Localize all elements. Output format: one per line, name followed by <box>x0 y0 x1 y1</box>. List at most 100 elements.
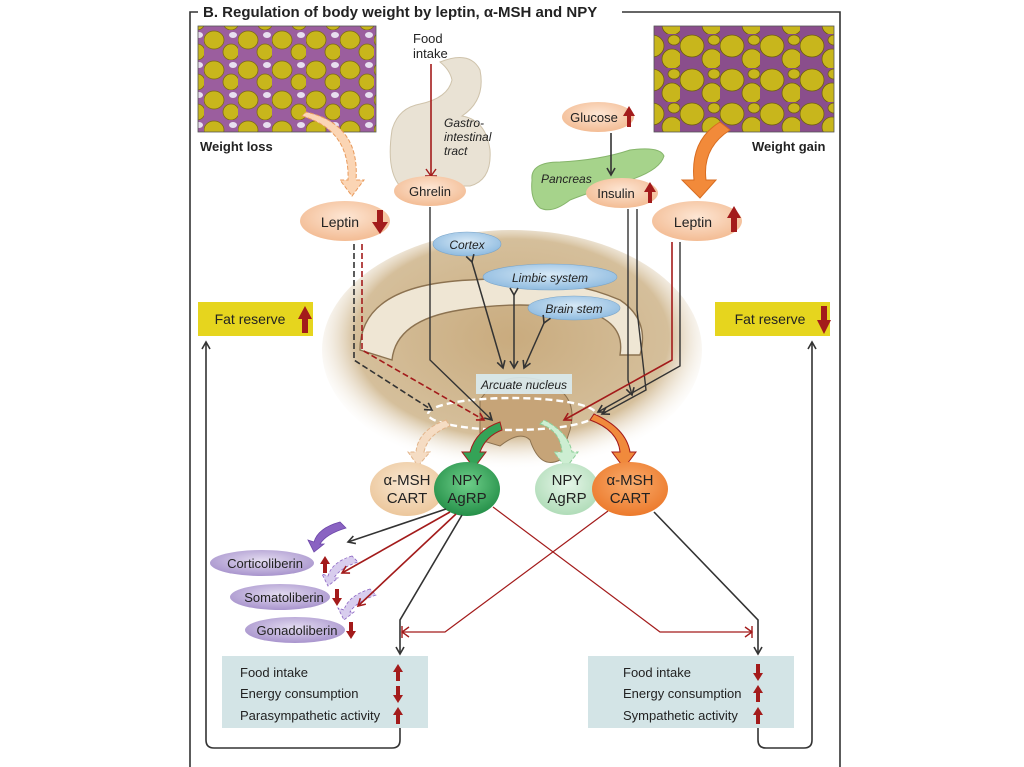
svg-text:Cortex: Cortex <box>449 238 485 252</box>
svg-text:Fat reserve: Fat reserve <box>215 311 286 327</box>
svg-text:Somatoliberin: Somatoliberin <box>244 590 324 605</box>
right-leptin-red-arrow <box>562 242 673 421</box>
svg-text:AgRP: AgRP <box>547 490 586 507</box>
cortex-arcuate-arrow <box>465 253 506 370</box>
right-npy-output-arrow <box>539 419 579 469</box>
brain-stem-node[interactable]: Brain stem <box>527 295 621 321</box>
left-msh-output-arrow <box>407 419 451 467</box>
fat-reserve-up-arrow-icon <box>298 306 312 333</box>
svg-text:CART: CART <box>610 490 651 507</box>
left-leptin-node: Leptin <box>300 201 390 241</box>
svg-text:Ghrelin: Ghrelin <box>409 184 451 199</box>
right-feedback-loop-arrow <box>757 340 817 749</box>
svg-text:Brain stem: Brain stem <box>545 302 602 316</box>
npy-to-right-effects-inhibit-arrow <box>492 506 754 638</box>
right-sympathetic-up-arrow-icon <box>753 707 763 724</box>
left-parasympathetic-up-arrow-icon <box>393 707 403 724</box>
svg-text:Leptin: Leptin <box>321 214 359 230</box>
npy-to-gonadoliberin-arrow <box>356 513 457 608</box>
svg-text:α-MSH: α-MSH <box>607 472 654 489</box>
right-effect-sympathetic: Sympathetic activity <box>623 708 738 723</box>
left-effect-energy-consumption: Energy consumption <box>240 686 359 701</box>
gi-tract-label-line3: tract <box>444 144 468 158</box>
right-effect-energy-consumption: Energy consumption <box>623 686 742 701</box>
somatoliberin-down-arrow-icon <box>332 589 342 606</box>
svg-text:Gonadoliberin: Gonadoliberin <box>257 623 338 638</box>
left-npy-agrp-node: NPY AgRP <box>434 462 500 516</box>
left-leptin-dark-dashed-arrow <box>353 244 434 411</box>
weight-loss-tissue-image <box>197 25 377 133</box>
pancreas-illustration <box>531 148 665 211</box>
insulin-up-arrow-icon <box>644 182 656 203</box>
gonadoliberin-down-arrow-icon <box>346 622 356 639</box>
arcuate-nucleus-outline <box>426 396 598 432</box>
svg-text:Fat reserve: Fat reserve <box>735 311 806 327</box>
right-fat-reserve-box: Fat reserve <box>715 302 831 336</box>
glucose-up-arrow-icon <box>623 106 635 127</box>
left-effect-food-intake: Food intake <box>240 665 308 680</box>
fat-reserve-down-arrow-icon <box>817 306 831 334</box>
weight-gain-caption: Weight gain <box>752 139 825 154</box>
insulin-to-arcuate-arrow-2 <box>600 209 647 415</box>
frame-border <box>189 11 841 767</box>
pancreas-label: Pancreas <box>541 172 592 186</box>
svg-text:α-MSH: α-MSH <box>384 472 431 489</box>
ghrelin-to-arcuate-arrow <box>429 207 494 422</box>
svg-text:Corticoliberin: Corticoliberin <box>227 556 303 571</box>
right-msh-cart-node: α-MSH CART <box>592 462 668 516</box>
svg-text:Insulin: Insulin <box>597 186 635 201</box>
right-energy-up-arrow-icon <box>753 685 763 702</box>
left-effect-parasympathetic: Parasympathetic activity <box>240 708 381 723</box>
msh-to-right-effects-arrow <box>653 511 763 656</box>
left-energy-down-arrow-icon <box>393 686 403 703</box>
left-food-intake-up-arrow-icon <box>393 664 403 681</box>
msh-to-left-effects-inhibit-arrow <box>400 510 609 638</box>
svg-text:Glucose: Glucose <box>570 110 618 125</box>
brainstem-arcuate-arrow <box>522 314 551 370</box>
leptin-up-arrow-icon <box>727 206 741 232</box>
right-food-intake-down-arrow-icon <box>753 664 763 681</box>
right-leptin-dark-arrow <box>596 242 681 413</box>
cortex-node[interactable]: Cortex <box>432 231 502 257</box>
arcuate-nucleus-label: Arcuate nucleus <box>480 378 567 392</box>
right-msh-output-arrow <box>589 413 637 469</box>
left-leptin-red-dashed-arrow <box>361 244 486 421</box>
insulin-node: Insulin <box>586 178 658 208</box>
gi-tract-label-line1: Gastro- <box>444 116 484 130</box>
ghrelin-node: Ghrelin <box>394 176 466 206</box>
somatoliberin-node: Somatoliberin <box>230 584 342 610</box>
arcuate-nucleus-label-box <box>476 374 572 394</box>
weight-gain-tissue-image <box>653 25 835 133</box>
figure-title: B. Regulation of body weight by leptin, … <box>203 4 597 21</box>
svg-text:AgRP: AgRP <box>447 490 486 507</box>
npy-to-somatoliberin-arrow <box>340 511 451 574</box>
left-effects-box: Food intake Energy consumption Parasympa… <box>222 656 428 728</box>
glucose-node: Glucose <box>562 102 635 132</box>
svg-text:NPY: NPY <box>552 472 583 489</box>
npy-to-left-effects-arrow <box>395 514 463 656</box>
left-msh-cart-node: α-MSH CART <box>370 462 444 516</box>
corticoliberin-up-arrow-icon <box>320 556 330 573</box>
leptin-down-arrow-icon <box>372 210 388 234</box>
right-npy-agrp-node: NPY AgRP <box>535 463 599 515</box>
corticoliberin-node: Corticoliberin <box>210 550 330 576</box>
svg-text:Limbic system: Limbic system <box>512 271 588 285</box>
insulin-to-arcuate-arrow-1 <box>625 209 635 397</box>
right-leptin-node: Leptin <box>652 201 742 241</box>
food-intake-label-line1: Food <box>413 31 443 46</box>
corticoliberin-curved-arrow <box>307 521 347 553</box>
weight-gain-to-leptin-arrow <box>680 121 731 199</box>
right-effect-food-intake: Food intake <box>623 665 691 680</box>
npy-to-corticoliberin-arrow <box>346 508 447 545</box>
left-npy-output-arrow <box>461 421 503 469</box>
weight-loss-to-leptin-arrow <box>301 111 365 197</box>
food-intake-label-line2: intake <box>413 46 448 61</box>
limbic-system-node[interactable]: Limbic system <box>482 263 618 291</box>
gonadoliberin-node: Gonadoliberin <box>245 617 356 643</box>
svg-text:Leptin: Leptin <box>674 214 712 230</box>
left-fat-reserve-box: Fat reserve <box>198 302 313 336</box>
somatoliberin-curved-arrow <box>321 555 359 587</box>
left-feedback-loop-arrow <box>201 340 401 749</box>
weight-loss-caption: Weight loss <box>200 139 273 154</box>
